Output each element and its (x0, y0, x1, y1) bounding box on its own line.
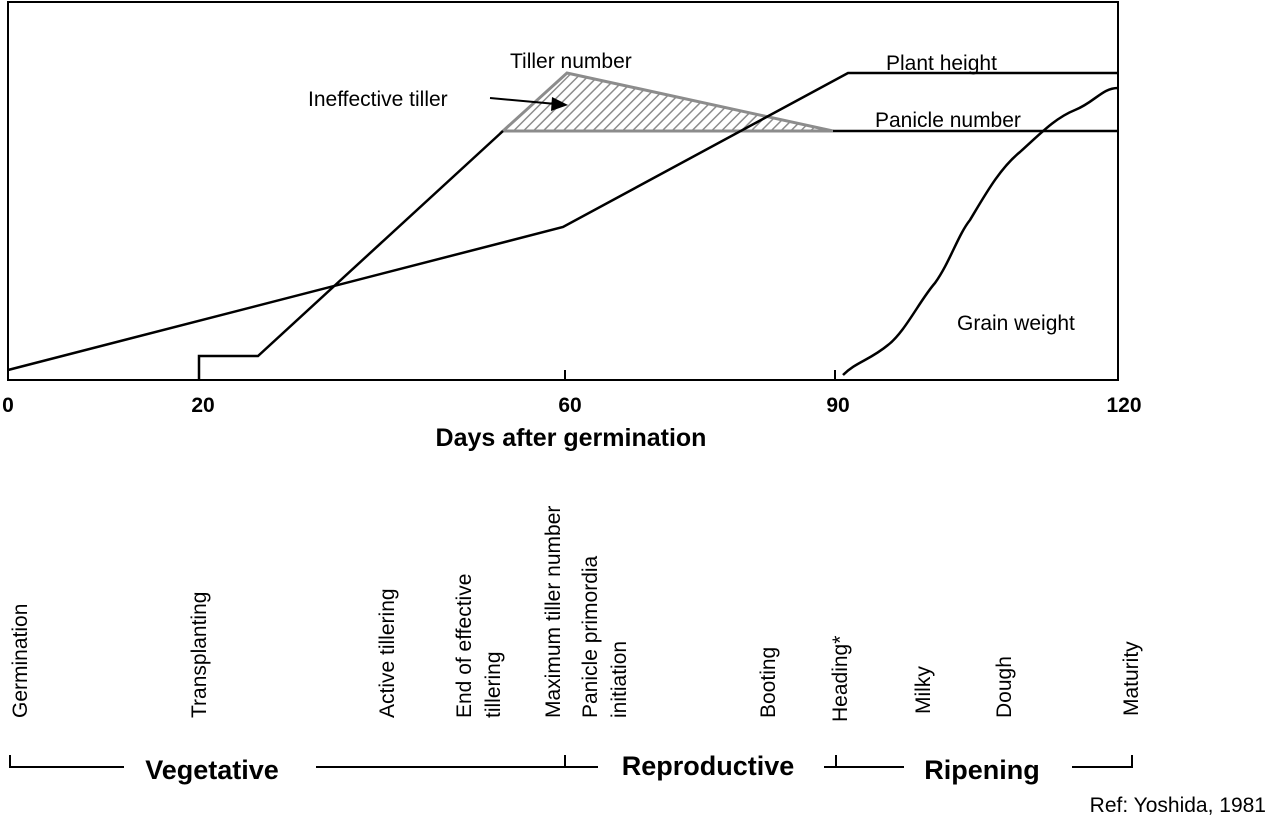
x-tick-label: 0 (2, 394, 14, 417)
stage-label-end-effective-1: End of effective (453, 574, 476, 718)
x-tick-label: 90 (826, 394, 849, 417)
label-ineffective-tiller: Ineffective tiller (308, 88, 448, 111)
label-panicle-number: Panicle number (875, 109, 1021, 132)
x-tick-label: 20 (191, 394, 214, 417)
tiller-number-line (197, 130, 504, 380)
stage-label-transplanting: Transplanting (188, 592, 211, 718)
x-tick-label: 60 (558, 394, 581, 417)
stage-label-end-effective-2: tillering (482, 651, 505, 718)
label-grain-weight: Grain weight (957, 312, 1075, 335)
stage-label-active-tillering: Active tillering (376, 588, 399, 718)
stage-label-maturity: Maturity (1120, 641, 1143, 716)
phase-label-ripening: Ripening (924, 755, 1040, 785)
stage-label-germination: Germination (9, 604, 32, 718)
grain-weight-curve (842, 86, 1119, 376)
arrow-head-icon (551, 97, 568, 111)
label-tiller-number: Tiller number (510, 50, 632, 73)
plot-frame (7, 1, 1119, 381)
reference-note: Ref: Yoshida, 1981 (1090, 794, 1266, 816)
ineffective-tiller-arrow (489, 97, 557, 105)
phase-bracket-ripening-right (1072, 755, 1133, 768)
stage-label-max-tiller: Maximum tiller number (542, 506, 565, 718)
stage-label-dough: Dough (993, 656, 1016, 718)
phase-label-reproductive: Reproductive (622, 751, 795, 781)
stage-label-panicle-2: initiation (608, 641, 631, 718)
label-plant-height: Plant height (886, 52, 997, 75)
plant-height-line (7, 71, 1118, 372)
stage-label-milky: Milky (912, 666, 935, 714)
phase-label-vegetative: Vegetative (145, 755, 279, 785)
phase-bracket-vegetative-left (9, 755, 124, 768)
x-axis-title: Days after germination (436, 424, 707, 452)
stage-label-panicle-1: Panicle primordia (579, 555, 602, 718)
stage-label-heading: Heading* (829, 636, 852, 722)
x-tick-label: 120 (1106, 394, 1141, 417)
stage-label-booting: Booting (757, 647, 780, 718)
